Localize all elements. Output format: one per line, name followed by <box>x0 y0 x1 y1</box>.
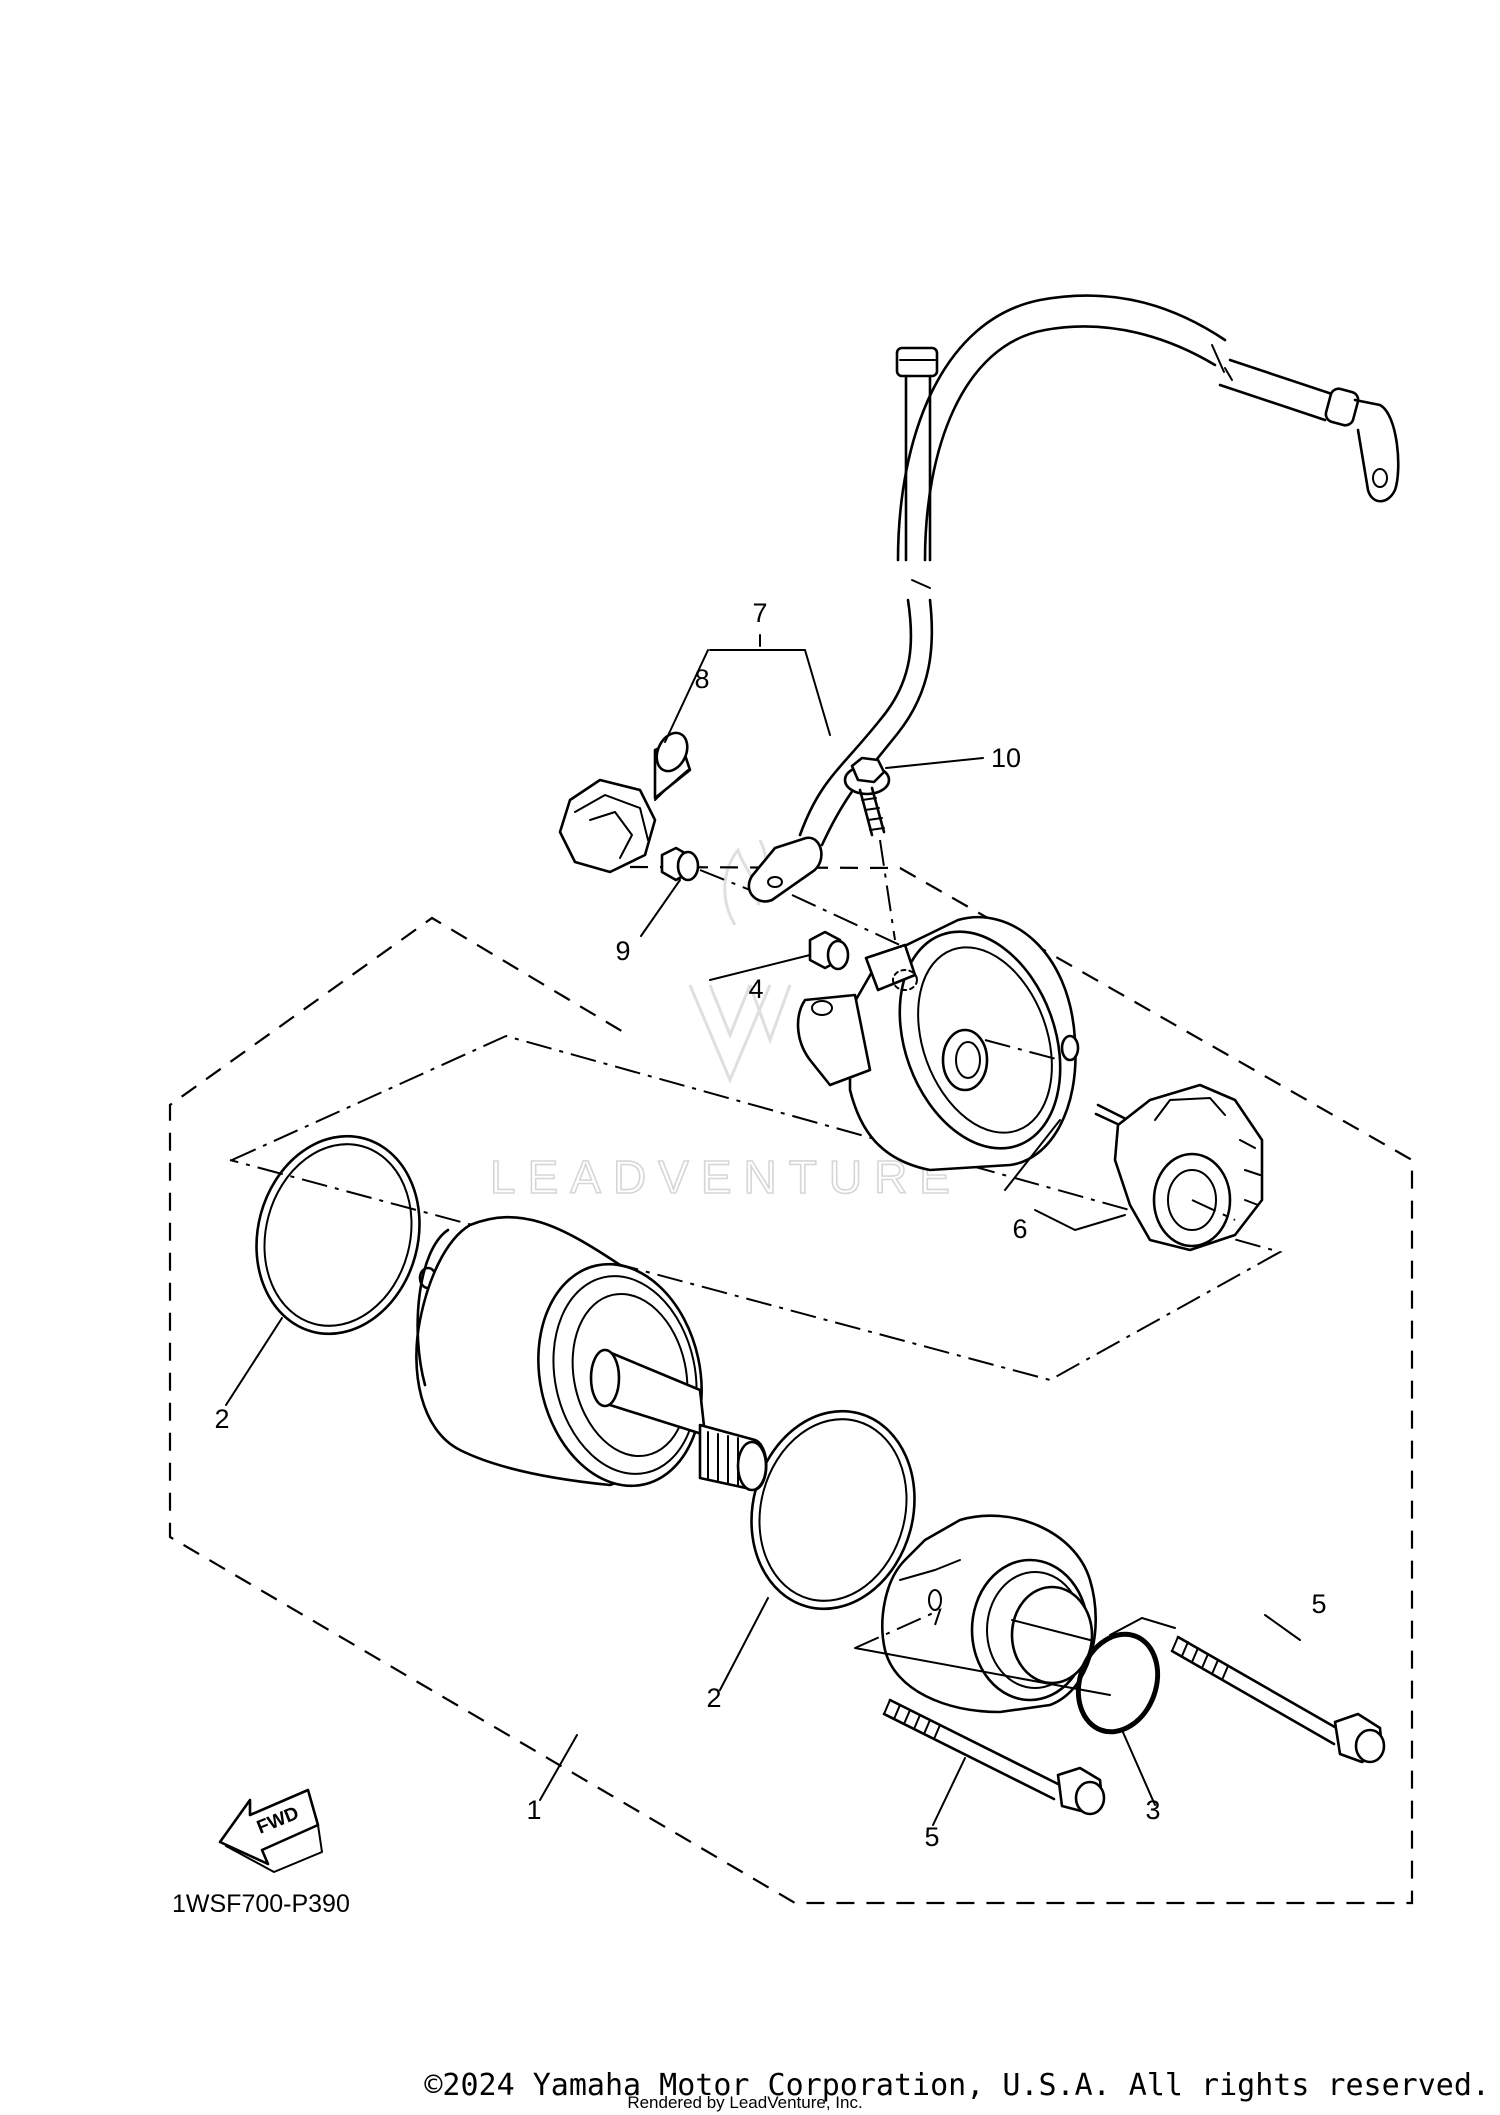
o-ring-part-2-upper <box>255 1134 421 1336</box>
nut-part-4 <box>808 930 850 971</box>
bolt-part-5-lower <box>882 1698 1106 1816</box>
callout-6: 6 <box>1012 1214 1027 1244</box>
o-ring-part-3 <box>1075 1631 1161 1735</box>
rendered-by-text: Rendered by LeadVenture, Inc. <box>627 2093 862 2112</box>
callout-7: 7 <box>752 598 767 628</box>
rear-cover-housing <box>796 915 1077 1172</box>
boundary-line-right <box>1109 1617 1176 1636</box>
motor-exploded-boundary <box>229 1034 1283 1382</box>
callout-8: 8 <box>694 664 709 694</box>
callout-3: 3 <box>1145 1795 1160 1825</box>
nut-part-9 <box>660 846 751 891</box>
drawing-code: 1WSF700-P390 <box>172 1890 350 1918</box>
copyright-text: ©2024 Yamaha Motor Corporation, U.S.A. A… <box>424 2068 1490 2103</box>
callout-4: 4 <box>748 974 763 1004</box>
brush-holder-part-6 <box>1060 1034 1264 1252</box>
bolt-part-5-upper <box>1170 1635 1386 1764</box>
bolt-part-10 <box>843 756 896 941</box>
callout-2-lower: 2 <box>706 1683 721 1713</box>
fwd-arrow-icon: FWD <box>218 1788 323 1873</box>
callout-2-upper: 2 <box>214 1404 229 1434</box>
callout-9: 9 <box>615 936 630 966</box>
leader-lines <box>225 634 1301 1826</box>
watermark-text: LEADVENTURE <box>490 1151 962 1203</box>
assembly-boundary-outer <box>168 865 1414 1905</box>
motor-yoke <box>415 1215 768 1492</box>
callout-10: 10 <box>991 743 1021 773</box>
callout-1: 1 <box>526 1795 541 1825</box>
front-cover <box>854 1514 1111 1714</box>
callout-5-lower: 5 <box>924 1822 939 1852</box>
callout-5-upper: 5 <box>1311 1589 1326 1619</box>
starter-cable <box>747 294 1400 1011</box>
